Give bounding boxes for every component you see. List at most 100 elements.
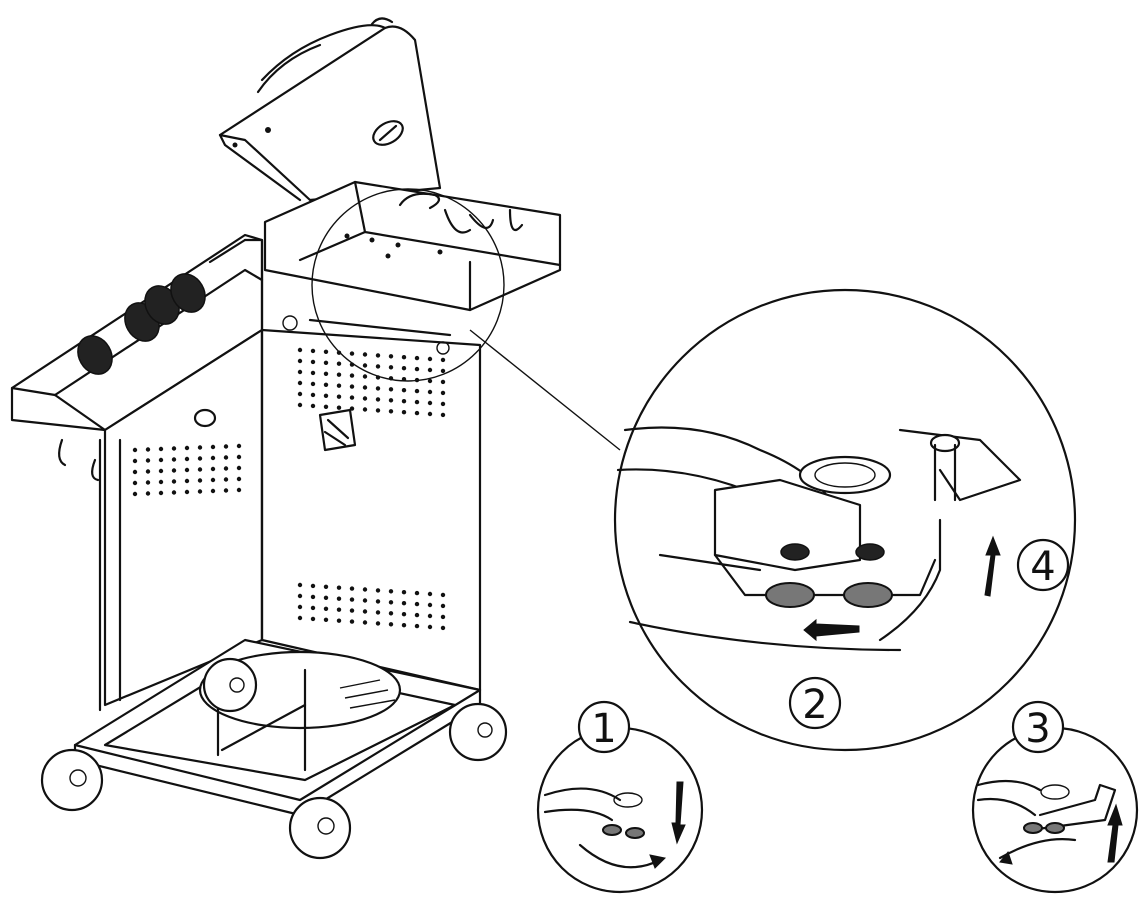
detail-view-main [613, 288, 1077, 752]
perforation-dot [158, 457, 164, 463]
perforation-dot [197, 489, 203, 494]
wheel-back-left [202, 657, 258, 713]
perforation-dot [158, 490, 164, 496]
perforation-dot [323, 382, 329, 387]
perforation-dot [210, 466, 216, 472]
perforation-dot [310, 616, 316, 622]
perforation-dot [336, 607, 342, 612]
perforation-dot [297, 593, 303, 599]
perforation-dot [401, 612, 407, 617]
arrow-down-icon [671, 781, 686, 845]
perforation-dot [171, 479, 177, 484]
detail-highlight-circle [311, 188, 505, 382]
perforation-dot [427, 378, 433, 384]
perforation-dot [210, 477, 216, 483]
perforation-dot [427, 602, 433, 608]
perforation-dot [310, 348, 316, 354]
perforation-dot [427, 411, 433, 417]
perforation-dot [297, 615, 303, 621]
perforation-dot [132, 480, 138, 486]
perforation-dot [223, 455, 229, 460]
perforation-dot [375, 408, 381, 413]
perforation-dot [158, 446, 164, 452]
step-badge-2: 2 [788, 676, 842, 730]
perforation-dot [414, 410, 420, 416]
perforation-dot [132, 447, 138, 453]
perforation-dot [310, 583, 316, 589]
perforation-dot [310, 605, 316, 611]
perforation-dot [349, 619, 355, 624]
perforation-dot [210, 488, 216, 494]
step-badge-3: 3 [1011, 700, 1065, 754]
perforation-pattern-side [132, 443, 242, 497]
perforation-dot [323, 349, 329, 354]
perforation-dot [440, 614, 446, 620]
perforation-dot [388, 622, 394, 627]
perforation-dot [414, 399, 420, 405]
perforation-dot [310, 370, 316, 376]
perforation-dot [184, 445, 190, 451]
svg-text:2: 2 [802, 682, 827, 728]
perforation-dot [440, 412, 446, 418]
callout-line [469, 329, 621, 451]
perforation-dot [184, 456, 190, 462]
perforation-dot [401, 355, 407, 360]
perforation-dot [297, 358, 303, 364]
perforation-dot [427, 400, 433, 406]
side-shelf-control-panel [10, 233, 264, 482]
perforation-dot [440, 390, 446, 396]
grill-lid [218, 17, 442, 202]
perforation-dot [323, 606, 329, 611]
perforation-dot [349, 608, 355, 613]
perforation-dot [145, 491, 151, 496]
perforation-dot [197, 445, 203, 450]
perforation-dot [375, 621, 381, 626]
perforation-dot [132, 491, 138, 497]
perforation-dot [171, 490, 177, 495]
perforation-dot [375, 364, 381, 369]
perforation-dot [427, 613, 433, 619]
perforation-dot [388, 387, 394, 392]
perforation-dot [145, 447, 151, 452]
perforation-dot [323, 393, 329, 398]
perforation-dot [362, 620, 368, 625]
perforation-dot [362, 352, 368, 357]
perforation-dot [388, 409, 394, 414]
perforation-dot [210, 455, 216, 461]
perforation-dot [375, 599, 381, 604]
perforation-dot [236, 487, 242, 493]
perforation-dot [414, 388, 420, 394]
detail-view-step-1 [536, 726, 704, 894]
perforation-dot [414, 623, 420, 629]
perforation-dot [427, 389, 433, 395]
step-badge-1: 1 [577, 700, 631, 754]
grill-illustration [10, 17, 562, 860]
perforation-dot [336, 596, 342, 601]
perforation-dot [375, 610, 381, 615]
perforation-dot [323, 595, 329, 600]
perforation-dot [401, 388, 407, 393]
perforation-dot [401, 399, 407, 404]
perforation-dot [401, 623, 407, 628]
perforation-dot [336, 585, 342, 590]
perforation-dot [236, 476, 242, 482]
arrow-up-icon [1107, 803, 1123, 863]
perforation-dot [297, 402, 303, 408]
perforation-dot [336, 394, 342, 399]
control-knobs [77, 273, 206, 375]
perforation-dot [362, 598, 368, 603]
step-badge-4: 4 [1016, 538, 1070, 592]
perforation-dot [236, 454, 242, 460]
perforation-dot [401, 410, 407, 415]
perforation-dot [349, 406, 355, 411]
perforation-dot [362, 609, 368, 614]
perforation-dot [349, 384, 355, 389]
perforation-dot [145, 458, 151, 463]
perforation-dot [323, 360, 329, 365]
perforation-dot [310, 359, 316, 365]
perforation-dot [336, 361, 342, 366]
perforation-pattern-lower [297, 582, 446, 631]
perforation-dot [349, 395, 355, 400]
perforation-dot [401, 366, 407, 371]
perforation-dot [297, 604, 303, 610]
